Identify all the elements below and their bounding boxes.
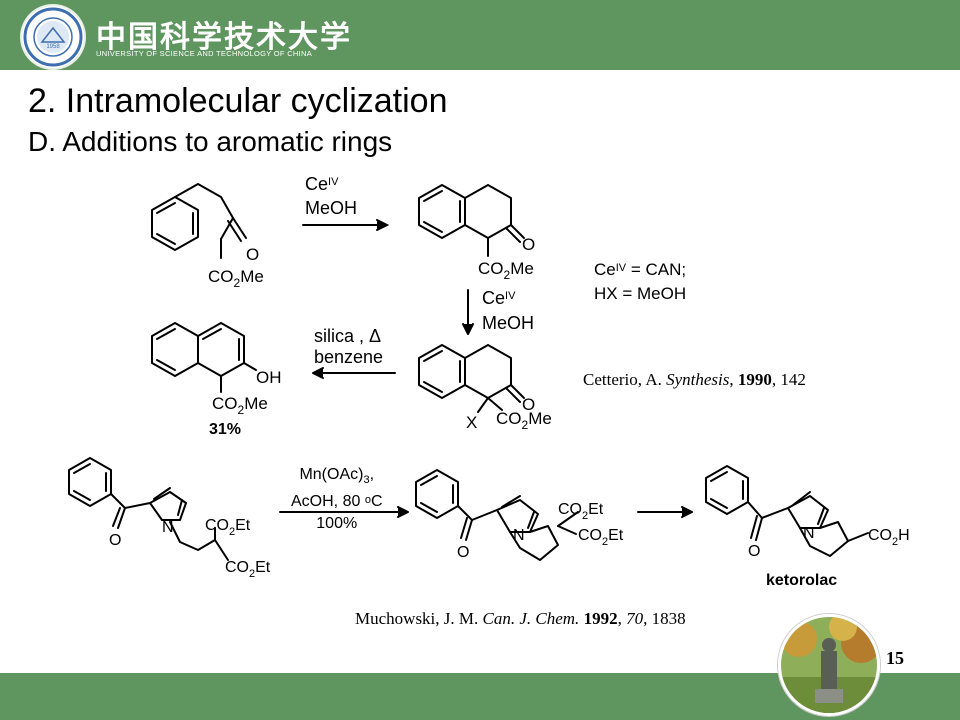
atom-label: N bbox=[513, 527, 525, 544]
arrow3-conditions: silica , Δ benzene bbox=[314, 326, 383, 368]
statue-photo-image bbox=[781, 617, 877, 713]
condition-line: benzene bbox=[314, 347, 384, 367]
atom-label: CO2Me bbox=[208, 267, 264, 290]
solvent-label: MeOH bbox=[305, 198, 358, 218]
university-seal-icon: 1958 bbox=[23, 7, 83, 67]
ketorolac-structure bbox=[705, 465, 869, 557]
product-name-ketorolac: ketorolac bbox=[766, 572, 837, 589]
pyrrole-diester bbox=[68, 457, 229, 561]
arrow4-conditions: Mn(OAc)3, AcOH, 80 oC 100% bbox=[291, 464, 383, 535]
reagent-label: Ce bbox=[305, 174, 329, 194]
atom-label: CO2H bbox=[868, 527, 910, 548]
atom-label: O bbox=[748, 543, 760, 560]
tetralone-product bbox=[418, 184, 525, 257]
reference-muchowski: Muchowski, J. M. Can. J. Chem. 1992, 70,… bbox=[355, 609, 686, 628]
logo-year: 1958 bbox=[46, 44, 60, 50]
condition-line: silica , Δ bbox=[314, 326, 382, 346]
atom-label: CO2Et bbox=[225, 559, 271, 580]
university-name-chinese: 中国科学技术大学 bbox=[96, 20, 352, 55]
atom-label: OH bbox=[256, 368, 282, 387]
bicyclic-diester bbox=[415, 469, 579, 561]
naphthol-product bbox=[151, 322, 257, 393]
hx-definition: HX = MeOH bbox=[594, 284, 687, 303]
atom-label: O bbox=[522, 395, 535, 414]
statue-photo bbox=[778, 614, 880, 716]
solvent-label: MeOH bbox=[482, 313, 535, 333]
arrow2-conditions: CeIV MeOH bbox=[482, 286, 534, 336]
slide-subtitle: D. Additions to aromatic rings bbox=[28, 126, 393, 157]
reagent-label: Ce bbox=[482, 288, 506, 308]
arrow1-conditions: CeIV MeOH bbox=[305, 174, 358, 218]
alkoxy-tetralone bbox=[418, 344, 525, 413]
header-bar: 1958 中国科学技术大学 UNIVERSITY OF SCIENCE AND … bbox=[0, 0, 960, 70]
yield-label: 100% bbox=[316, 515, 358, 533]
atom-label: X bbox=[466, 413, 477, 432]
atom-label: CO2Me bbox=[212, 394, 268, 417]
page-number: 15 bbox=[886, 648, 904, 668]
atom-label: O bbox=[109, 532, 121, 549]
atom-label: N bbox=[803, 525, 815, 542]
atom-label: CO2Et bbox=[558, 501, 604, 522]
atom-label: CO2Me bbox=[478, 259, 534, 282]
atom-label: O bbox=[522, 235, 535, 254]
atom-label: O bbox=[246, 245, 259, 264]
starting-material-1 bbox=[151, 183, 247, 259]
slide-title: 2. Intramolecular cyclization bbox=[28, 82, 448, 120]
atom-label: O bbox=[457, 544, 469, 561]
atom-label: CO2Et bbox=[205, 517, 251, 538]
atom-label: N bbox=[162, 519, 174, 536]
reference-cetterio: Cetterio, A. Synthesis, 1990, 142 bbox=[583, 370, 806, 389]
atom-label: CO2Et bbox=[578, 527, 624, 548]
ce-definition: CeIV = CAN; HX = MeOH bbox=[594, 258, 686, 306]
yield-label: 31% bbox=[209, 421, 241, 438]
atom-label: CO2Me bbox=[496, 409, 552, 432]
university-logo: 1958 bbox=[22, 6, 84, 68]
university-name-english: UNIVERSITY OF SCIENCE AND TECHNOLOGY OF … bbox=[96, 49, 313, 58]
